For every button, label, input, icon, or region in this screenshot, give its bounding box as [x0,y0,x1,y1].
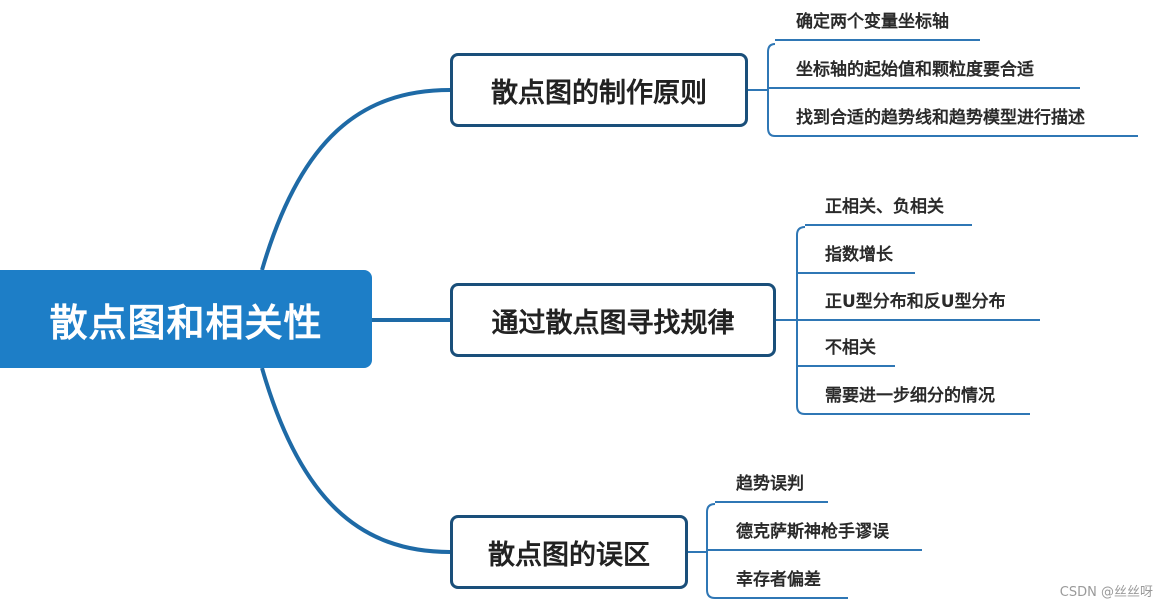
leaf-topic-2-2[interactable]: 指数增长 [825,245,893,265]
leaf-topic-2-3[interactable]: 正U型分布和反U型分布 [825,292,1006,312]
branch-topic-3[interactable]: 散点图的误区 [450,515,688,589]
watermark: CSDN @丝丝呀 [1059,585,1153,600]
root-topic[interactable]: 散点图和相关性 [0,270,372,368]
branch-topic-1[interactable]: 散点图的制作原则 [450,53,748,127]
connector-branch-1-leaves [748,43,776,137]
connector-root-branch-3 [260,367,451,554]
leaf-topic-3-3[interactable]: 幸存者偏差 [736,570,821,590]
leaf-topic-2-1[interactable]: 正相关、负相关 [825,197,944,217]
leaf-topic-2-5[interactable]: 需要进一步细分的情况 [825,386,995,406]
leaf-topic-3-2[interactable]: 德克萨斯神枪手谬误 [736,522,889,542]
leaf-topic-3-1[interactable]: 趋势误判 [736,474,804,494]
leaf-topic-1-2[interactable]: 坐标轴的起始值和颗粒度要合适 [796,60,1034,80]
leaf-topic-2-4[interactable]: 不相关 [825,338,876,358]
leaf-topic-1-1[interactable]: 确定两个变量坐标轴 [796,12,949,32]
connector-root-branch-1 [260,88,451,271]
leaf-topic-1-3[interactable]: 找到合适的趋势线和趋势模型进行描述 [796,108,1085,128]
branch-topic-2[interactable]: 通过散点图寻找规律 [450,283,776,357]
